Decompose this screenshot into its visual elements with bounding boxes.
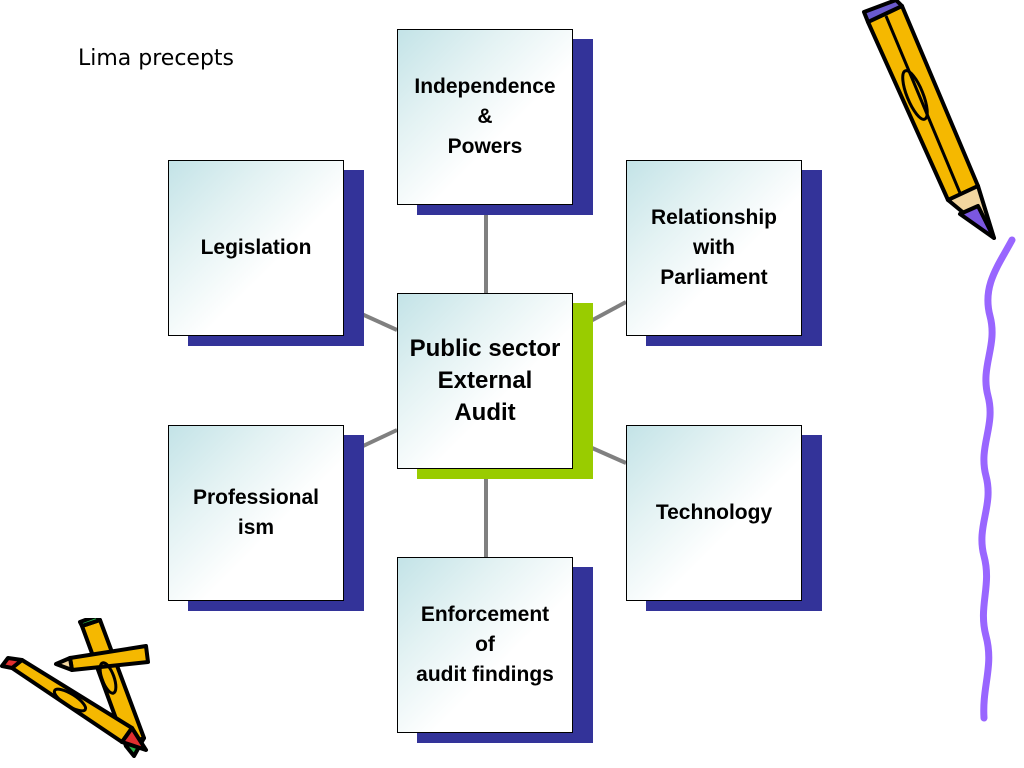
node-legislation: Legislation [168,160,364,346]
node-face: Relationship with Parliament [626,160,802,336]
node-face: Professional ism [168,425,344,601]
node-label: Public sector External Audit [409,335,561,426]
node-label: Legislation [200,236,312,259]
node-label: Professional ism [192,486,320,539]
node-relationship: Relationship with Parliament [626,160,822,346]
node-professionalism: Professional ism [168,425,364,611]
node-center: Public sector External Audit [397,293,593,479]
node-face: Legislation [168,160,344,336]
wavy-line [978,236,1016,722]
node-label: Technology [655,501,773,524]
node-technology: Technology [626,425,822,611]
pencil-icon [862,0,996,240]
slide-title: Lima precepts [78,46,235,71]
crossed-pencils-icon [0,618,150,758]
node-independence: Independence & Powers [397,29,593,215]
node-face: Technology [626,425,802,601]
node-label: Relationship with Parliament [650,206,777,289]
node-enforcement: Enforcement of audit findings [397,557,593,743]
node-label: Enforcement of audit findings [416,603,554,686]
node-face: Enforcement of audit findings [397,557,573,733]
node-label: Independence & Powers [414,75,556,158]
node-face: Independence & Powers [397,29,573,205]
node-face: Public sector External Audit [397,293,573,469]
